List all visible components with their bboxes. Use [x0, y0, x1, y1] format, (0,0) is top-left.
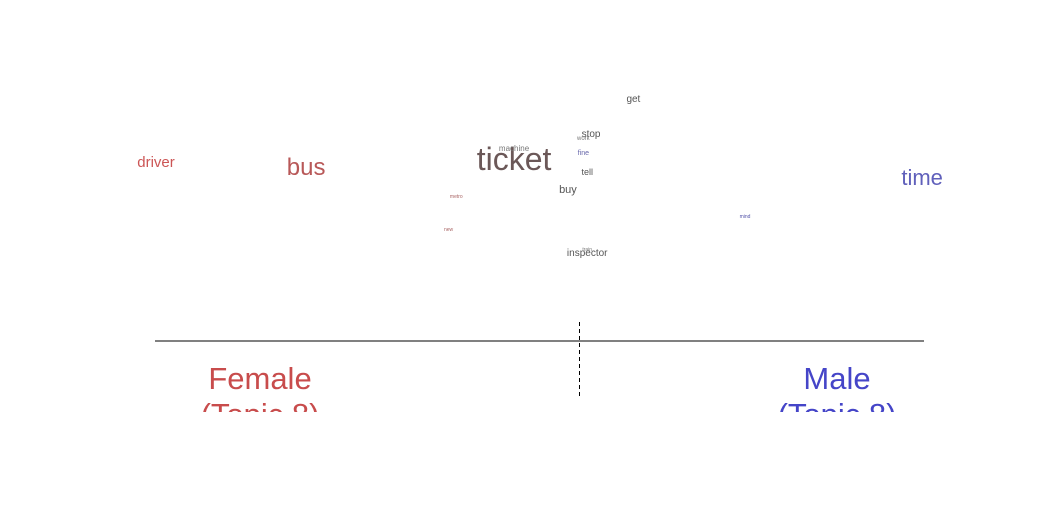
group-label-male: Male — [803, 361, 870, 396]
word-work: work — [576, 136, 591, 142]
word-bus: bus — [287, 154, 326, 181]
label-clip-cover — [0, 412, 1040, 510]
word-time: time — [901, 165, 943, 190]
word-fine: fine — [578, 150, 589, 157]
word-stop: stop — [582, 129, 601, 140]
word-driver: driver — [137, 154, 175, 171]
word-inspector: inspector — [567, 248, 608, 259]
word-train: train — [582, 247, 592, 253]
word-metro: metro — [450, 194, 463, 200]
word-ticket: ticket — [477, 141, 552, 177]
word-get: get — [626, 94, 640, 105]
group-label-female: Female — [208, 361, 311, 396]
word-mind: mind — [740, 214, 751, 220]
word-buy: buy — [559, 184, 577, 196]
word-new: new — [444, 227, 454, 233]
word-tell: tell — [581, 167, 593, 177]
word-machine: machine — [499, 144, 530, 153]
